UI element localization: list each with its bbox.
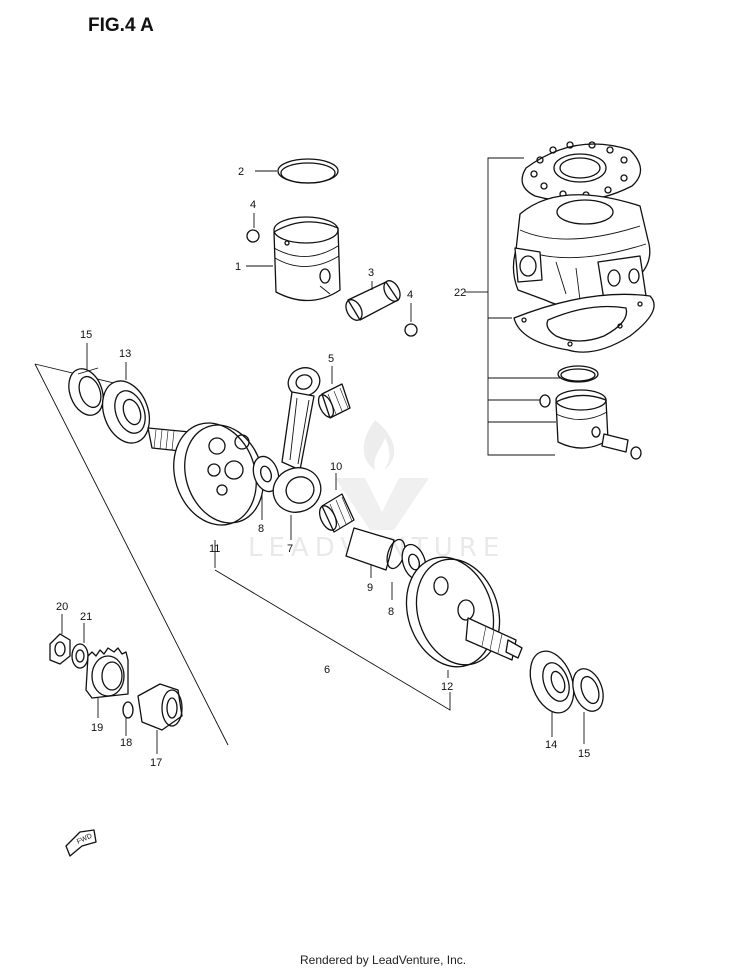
- oil-seal-left-part[interactable]: [63, 343, 109, 420]
- callout-13[interactable]: 13: [119, 348, 131, 360]
- callout-5[interactable]: 5: [328, 353, 334, 365]
- cylinder-part[interactable]: [512, 194, 651, 311]
- callout-15-right[interactable]: 15: [578, 748, 590, 760]
- callout-14[interactable]: 14: [545, 739, 557, 751]
- callout-3[interactable]: 3: [368, 267, 374, 279]
- primary-gear-part[interactable]: [85, 647, 129, 718]
- crankshaft-bracket: [214, 569, 451, 711]
- piston-part[interactable]: [246, 216, 341, 302]
- callout-21[interactable]: 21: [80, 611, 92, 623]
- oil-seal-right-part[interactable]: [567, 665, 608, 744]
- callout-20[interactable]: 20: [56, 601, 68, 613]
- callout-4-left[interactable]: 4: [250, 199, 256, 211]
- callout-4-right[interactable]: 4: [407, 289, 413, 301]
- callout-7[interactable]: 7: [287, 543, 293, 555]
- crank-half-left-part[interactable]: [147, 412, 276, 568]
- callout-2[interactable]: 2: [238, 166, 244, 178]
- callout-22[interactable]: 22: [454, 287, 466, 299]
- kit-piston-ring-part[interactable]: [557, 365, 599, 383]
- main-bearing-left-part[interactable]: [94, 362, 157, 450]
- head-gasket-part[interactable]: [521, 141, 642, 202]
- piston-ring-part[interactable]: [255, 158, 339, 184]
- figure-title: FIG.4 A: [88, 15, 154, 36]
- thrust-washer-left-part[interactable]: [249, 453, 283, 520]
- crank-half-right-part[interactable]: [393, 546, 523, 678]
- callout-19[interactable]: 19: [91, 722, 103, 734]
- callout-17[interactable]: 17: [150, 757, 162, 769]
- kit-pin-part[interactable]: [601, 433, 642, 460]
- crank-pin-part[interactable]: [345, 527, 408, 578]
- cylinder-kit-bracket: [480, 157, 560, 456]
- small-end-bearing-part[interactable]: [315, 366, 351, 419]
- callout-15-left[interactable]: 15: [80, 329, 92, 341]
- callout-6[interactable]: 6: [324, 664, 330, 676]
- footer-credit: Rendered by LeadVenture, Inc.: [300, 953, 466, 967]
- big-end-bearing-part[interactable]: [316, 473, 355, 533]
- callout-18[interactable]: 18: [120, 737, 132, 749]
- callout-12[interactable]: 12: [441, 681, 453, 693]
- circlip-left-part[interactable]: [246, 213, 260, 243]
- callout-11[interactable]: 11: [209, 543, 220, 555]
- piston-pin-part[interactable]: [343, 278, 404, 323]
- spacer-part[interactable]: [137, 683, 183, 754]
- key-part[interactable]: [122, 701, 134, 736]
- washer-part[interactable]: [71, 623, 89, 669]
- callout-8-right[interactable]: 8: [388, 606, 394, 618]
- callout-10[interactable]: 10: [330, 461, 342, 473]
- connecting-rod-part[interactable]: [267, 363, 327, 540]
- circlip-right-part[interactable]: [404, 303, 418, 337]
- callout-9[interactable]: 9: [367, 582, 373, 594]
- callout-1[interactable]: 1: [235, 261, 241, 273]
- callout-8-left[interactable]: 8: [258, 523, 264, 535]
- fwd-arrow-icon: FWD: [65, 829, 97, 857]
- base-gasket-part[interactable]: [513, 293, 655, 353]
- main-bearing-right-part[interactable]: [522, 645, 581, 737]
- kit-piston-part[interactable]: [555, 389, 609, 449]
- kit-circlip-part[interactable]: [539, 394, 551, 408]
- nut-part[interactable]: [49, 614, 71, 665]
